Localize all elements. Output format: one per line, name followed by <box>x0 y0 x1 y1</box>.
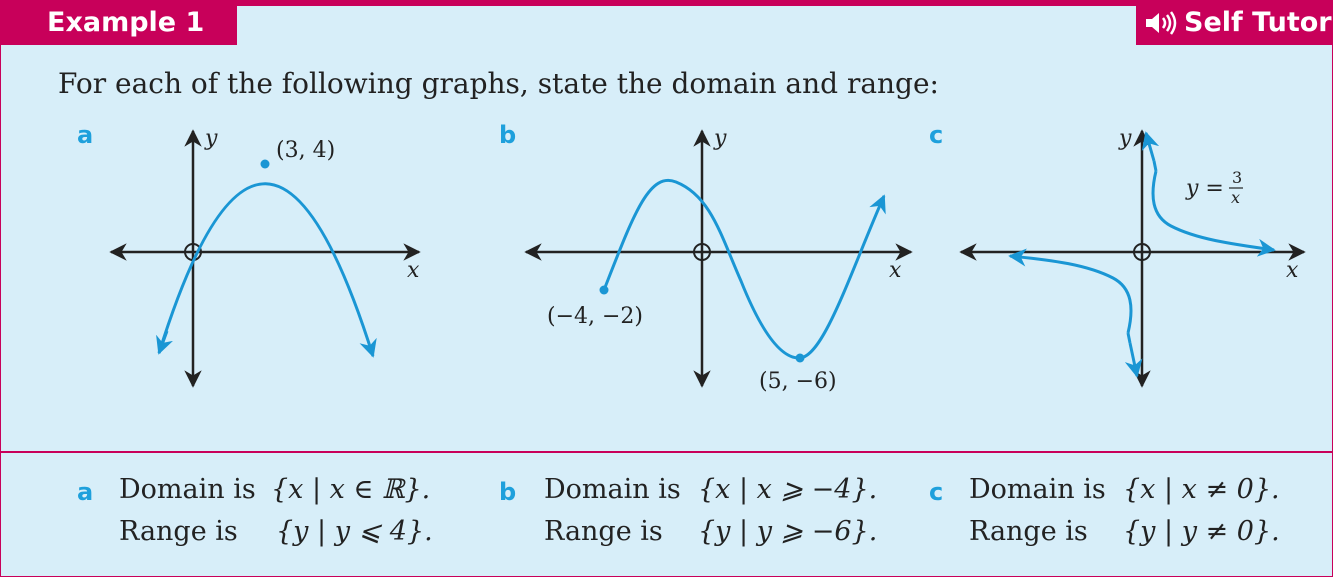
origin-marker <box>693 243 711 261</box>
equation-lhs: y = <box>1185 176 1224 201</box>
start-point <box>599 285 609 295</box>
answer-b-range: {y | y ⩾ −6}. <box>698 516 878 547</box>
x-axis-label: x <box>407 258 420 283</box>
answer-label-c: c <box>929 478 944 506</box>
parabola-curve <box>157 182 377 358</box>
answer-a-domain-text: Domain is <box>119 474 256 505</box>
answer-label-a: a <box>77 478 94 506</box>
y-axis-label: y <box>204 126 218 151</box>
answer-b-domain: {x | x ⩾ −4}. <box>698 474 878 505</box>
minimum-point <box>795 353 805 363</box>
start-point-label: (−4, −2) <box>547 304 643 329</box>
point-label: (3, 4) <box>276 138 335 163</box>
answer-c-domain: {x | x ≠ 0}. <box>1123 474 1280 505</box>
answer-c-range-text: Range is <box>969 516 1088 547</box>
part-label-a: a <box>77 121 94 149</box>
section-divider <box>1 451 1332 453</box>
example-title: Example 1 <box>1 1 237 45</box>
part-label-c: c <box>929 121 944 149</box>
header-bar <box>1 1 1332 6</box>
graph-c: y x y = 3 x <box>959 126 1306 388</box>
graph-b: y x (−4, −2) (5, −6) <box>524 126 913 394</box>
self-tutor-button[interactable]: Self Tutor <box>1136 1 1332 45</box>
y-axis-label: y <box>713 126 727 151</box>
answer-c-range: {y | y ≠ 0}. <box>1123 516 1280 547</box>
answer-label-b: b <box>499 478 517 506</box>
answer-c-domain-text: Domain is <box>969 474 1106 505</box>
speaker-icon <box>1146 11 1177 35</box>
answer-b-range-text: Range is <box>544 516 663 547</box>
vertex-point <box>260 159 270 169</box>
answer-a-domain: {x | x ∈ ℝ}. <box>271 474 431 505</box>
question-text: For each of the following graphs, state … <box>58 67 939 100</box>
answer-a-range: {y | y ⩽ 4}. <box>276 516 433 547</box>
equation-denominator: x <box>1231 188 1240 207</box>
graph-a: y x (3, 4) <box>109 126 421 388</box>
answer-a-range-text: Range is <box>119 516 238 547</box>
y-axis-label: y <box>1118 126 1132 151</box>
equation-numerator: 3 <box>1232 168 1242 187</box>
hyperbola-upper-branch <box>1151 170 1276 257</box>
minimum-point-label: (5, −6) <box>759 369 837 394</box>
x-axis-label: x <box>1286 258 1299 283</box>
hyperbola-lower-branch <box>1008 248 1133 334</box>
self-tutor-label: Self Tutor <box>1184 7 1332 38</box>
origin-marker <box>1133 243 1151 261</box>
answer-b-domain-text: Domain is <box>544 474 681 505</box>
cubic-curve <box>602 178 886 360</box>
x-axis-label: x <box>889 258 902 283</box>
part-label-b: b <box>499 121 517 149</box>
